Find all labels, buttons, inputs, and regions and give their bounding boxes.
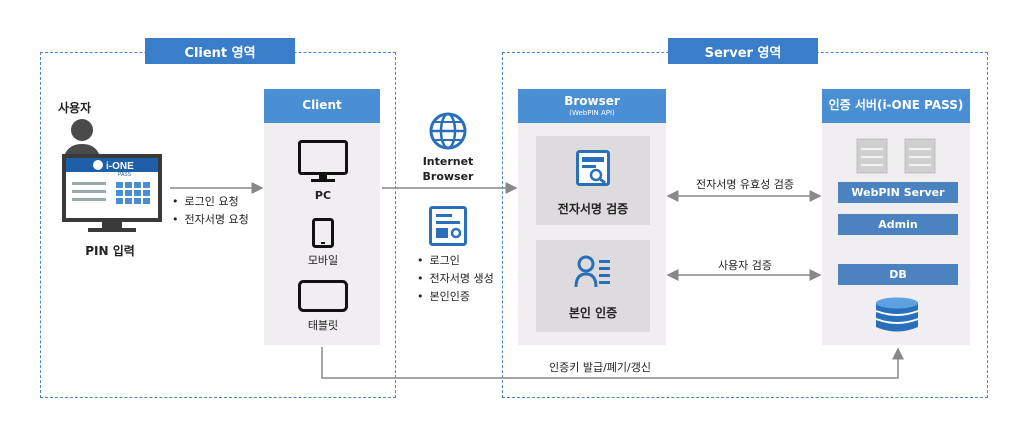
- arrow-key-issue: [321, 347, 904, 379]
- signature-verify-label: 전자서명 검증: [557, 202, 629, 216]
- server-rack-icon: [856, 138, 936, 174]
- pc-icon: [298, 140, 348, 182]
- db-button[interactable]: DB: [838, 264, 958, 285]
- browser-panel-header: Browser (WebPIN API): [518, 89, 666, 123]
- screen-logo-sub: PASS: [118, 172, 132, 178]
- user-at-monitor-illustration: i-ONE PASS: [62, 119, 162, 232]
- device-pc-label: PC: [314, 189, 332, 202]
- server-region-tag: Server 영역: [668, 38, 818, 64]
- user-action-login: 로그인 요청: [172, 193, 249, 211]
- document-card-icon: [429, 206, 467, 246]
- user-action-sign: 전자서명 요청: [172, 211, 249, 229]
- device-tablet-label: 태블릿: [307, 319, 339, 332]
- browser-panel: Browser (WebPIN API) 전자서명 검증 본인 인증: [518, 89, 666, 345]
- signature-verify-card: 전자서명 검증: [536, 136, 650, 225]
- database-icon: [875, 297, 919, 332]
- internet-action-identity: 본인인증: [417, 288, 494, 306]
- server-panel-header: 인증 서버(i-ONE PASS): [822, 89, 970, 123]
- tablet-icon: [298, 280, 348, 312]
- server-panel-title: 인증 서버(i-ONE PASS): [828, 98, 964, 113]
- webpin-server-button[interactable]: WebPIN Server: [838, 182, 958, 203]
- internet-action-login: 로그인: [417, 252, 494, 270]
- browser-label: Browser: [422, 170, 474, 183]
- browser-panel-subtitle: (WebPIN API): [569, 108, 615, 117]
- pin-input-label: PIN 입력: [85, 244, 135, 258]
- signature-validity-label: 전자서명 유효성 검증: [695, 178, 795, 191]
- mobile-icon: [312, 218, 334, 248]
- globe-icon: [429, 112, 467, 150]
- key-issue-label: 인증키 발급/폐기/갱신: [549, 361, 651, 374]
- user-action-list: 로그인 요청 전자서명 요청: [172, 193, 249, 229]
- browser-panel-title: Browser: [564, 94, 620, 109]
- user-verify-label: 사용자 검증: [717, 259, 773, 272]
- client-region-tag: Client 영역: [145, 38, 295, 64]
- client-panel-title: Client: [302, 98, 342, 113]
- internet-action-sign-create: 전자서명 생성: [417, 270, 494, 288]
- user-title: 사용자: [58, 101, 92, 115]
- client-panel: Client: [264, 89, 380, 345]
- internet-label: Internet: [422, 155, 474, 168]
- screen-logo-main: i-ONE: [106, 161, 134, 172]
- identity-verify-label: 본인 인증: [568, 306, 618, 320]
- admin-button[interactable]: Admin: [838, 214, 958, 235]
- signature-verify-icon: [576, 150, 610, 186]
- client-panel-header: Client: [264, 89, 380, 123]
- identity-verify-icon: [574, 255, 610, 288]
- device-mobile-label: 모바일: [307, 254, 339, 267]
- identity-verify-card: 본인 인증: [536, 240, 650, 332]
- internet-action-list: 로그인 전자서명 생성 본인인증: [417, 252, 494, 306]
